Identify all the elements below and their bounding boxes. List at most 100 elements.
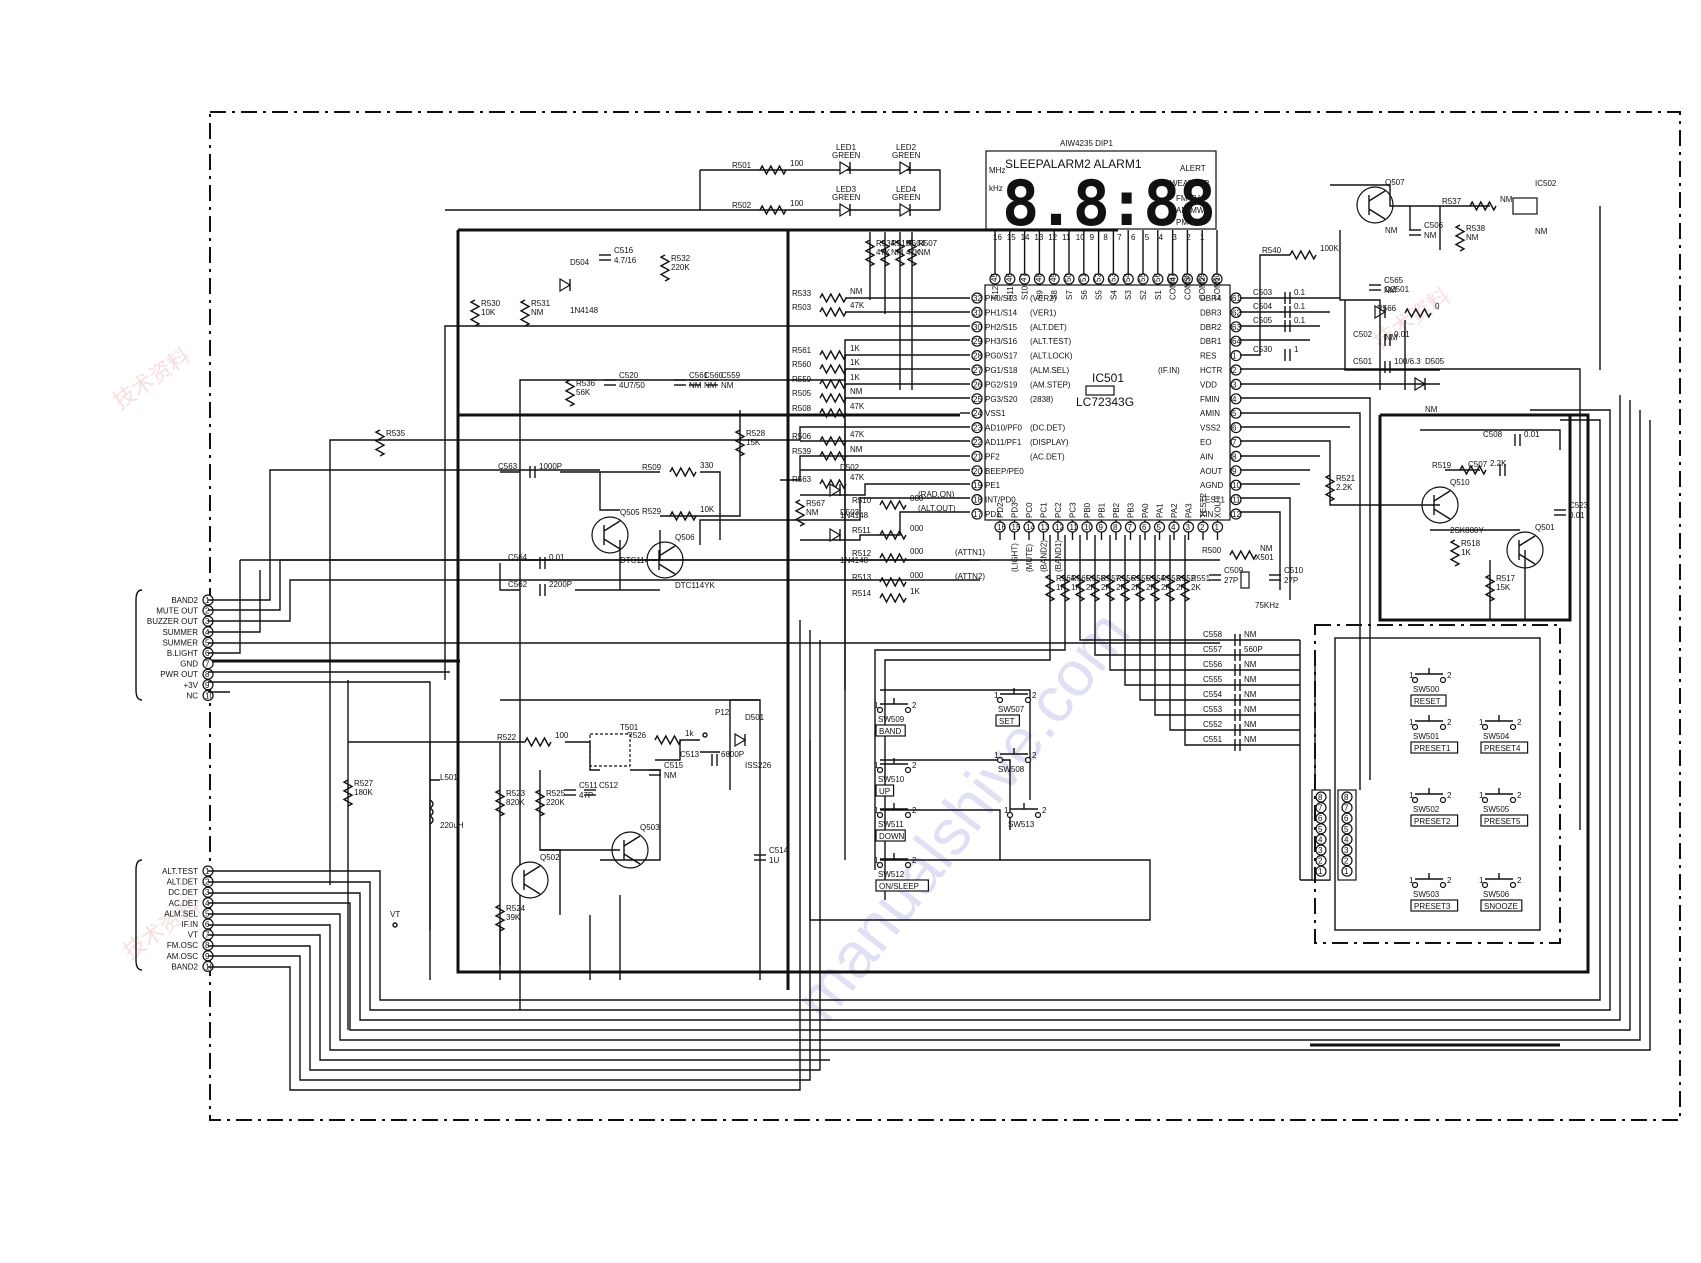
part-ref: Q505 xyxy=(620,508,640,517)
ic-pin-name: S8 xyxy=(1050,290,1059,300)
capacitor-ref: C511 xyxy=(579,781,598,790)
ic-pin-name: S4 xyxy=(1109,290,1118,300)
ic-pin-number: 12 xyxy=(1055,523,1064,532)
svg-text:1: 1 xyxy=(874,761,879,770)
connector-label: FM.OSC xyxy=(167,941,198,950)
svg-text:ALERT: ALERT xyxy=(1180,164,1206,173)
connector-pin xyxy=(1341,854,1353,867)
switch-ref: SW503 xyxy=(1413,890,1440,899)
resistor-value: NM xyxy=(891,248,904,257)
ic-pin-circle xyxy=(971,479,983,491)
connector-pin-number: 9 xyxy=(205,681,210,690)
resistor-value: NM xyxy=(850,287,863,296)
ic-pin-function: (MUTE) xyxy=(1025,544,1034,572)
ic-pin-circle xyxy=(1033,273,1046,285)
resistor-ref: R527 xyxy=(354,779,374,788)
ic-pin-name: PA3 xyxy=(1185,503,1194,518)
ic-pin-circle xyxy=(1166,273,1179,285)
resistor-value: 100K xyxy=(1320,244,1339,253)
ic-pin-number: 30 xyxy=(973,323,982,332)
ic-pin-circle xyxy=(1023,521,1035,533)
ic-pin-name: PG3/S20 xyxy=(985,395,1018,404)
ic-pin-name: DBR1 xyxy=(1200,337,1222,346)
part-t501: T501 xyxy=(589,723,639,767)
ic-pin-circle xyxy=(1230,494,1242,506)
ic-pin-function: (AC.DET) xyxy=(1030,452,1065,461)
part-ref: D504 xyxy=(570,258,590,267)
connector-label: GND xyxy=(180,660,198,669)
svg-text:(ALT.OUT): (ALT.OUT) xyxy=(918,504,956,513)
connector-pin-number: 2 xyxy=(205,607,210,616)
ic-pin-circle xyxy=(989,273,1001,285)
capacitor-c512: C512 xyxy=(584,781,619,796)
resistor-value: 2.2K xyxy=(1336,483,1353,492)
rf-block-wiring xyxy=(347,680,761,1030)
connector-label: SUMMER xyxy=(162,628,198,637)
capacitor-value: NM xyxy=(664,771,677,780)
connector-pin-number: 9 xyxy=(205,952,210,961)
capacitor-ref: C503 xyxy=(1253,288,1273,297)
switch-label: SNOOZE xyxy=(1484,902,1518,911)
resistor-ref: R500 xyxy=(1202,546,1222,555)
ic-pin-name: PA0 xyxy=(1141,503,1150,518)
part-value: 1N4148 xyxy=(570,306,599,315)
ic-pin-circle xyxy=(971,306,983,318)
capacitor-value: 27P xyxy=(1224,576,1238,585)
part-ref: Q503 xyxy=(640,823,660,832)
connector-pin xyxy=(1341,823,1353,835)
switch-ref: SW508 xyxy=(998,765,1025,774)
capacitor-ref: C513 xyxy=(680,750,700,759)
ic-pin-name: PC0 xyxy=(1025,502,1034,518)
capacitor-value: NM xyxy=(1244,690,1257,699)
capacitor-ref: C501 xyxy=(1353,357,1373,366)
resistor-value: 000 xyxy=(910,524,924,533)
ic-pin-circle xyxy=(971,436,983,448)
ic501-part: LC72343G xyxy=(1076,395,1134,409)
svg-text:2: 2 xyxy=(1447,718,1452,727)
ic-pin-name: COM2 xyxy=(1198,276,1207,300)
resistor-ref: R519 xyxy=(1432,461,1452,470)
capacitor-ref: C523 xyxy=(1569,501,1589,510)
ic-pin-number: 7 xyxy=(1232,438,1237,447)
resistor-value: 47K xyxy=(850,402,865,411)
ic-pin-name: S5 xyxy=(1095,290,1104,300)
capacitor-value: 0.01 xyxy=(1524,430,1540,439)
ic-pin-number: 60 xyxy=(1212,273,1221,282)
resistor-ref: R534 xyxy=(876,239,896,248)
resistor-value: 47K xyxy=(850,473,865,482)
resistor-value: 100 xyxy=(790,159,804,168)
resistor-value: 1K xyxy=(1056,583,1066,592)
ic-pin-function: (BAND2) xyxy=(1040,540,1049,572)
connector-pin xyxy=(202,689,214,702)
capacitor-ref: C564 xyxy=(508,553,528,562)
ic-pin-circle xyxy=(971,335,983,347)
resistor-value: NM xyxy=(918,248,931,257)
capacitor-ref: C556 xyxy=(1203,660,1223,669)
resistor-value: 1K xyxy=(850,358,860,367)
capacitor-ref: C509 xyxy=(1224,566,1244,575)
lcd-pin-number: 8 xyxy=(1103,233,1108,242)
ic-pin-name: VSS1 xyxy=(985,409,1006,418)
ic-pin-number: 22 xyxy=(973,438,982,447)
svg-text:2: 2 xyxy=(1517,876,1522,885)
resistor-ref: R526 xyxy=(627,731,647,740)
ic-pin-circle xyxy=(971,292,983,304)
ic-pin-number: 53 xyxy=(1108,273,1117,282)
ic-pin-number: 9 xyxy=(1232,467,1237,476)
ic-pin-number: 21 xyxy=(973,452,982,461)
capacitor-ref: C562 xyxy=(508,580,528,589)
svg-text:PM LW: PM LW xyxy=(1176,218,1202,227)
part-ref: Q507 xyxy=(1385,178,1405,187)
part-value: NM xyxy=(1535,227,1548,236)
